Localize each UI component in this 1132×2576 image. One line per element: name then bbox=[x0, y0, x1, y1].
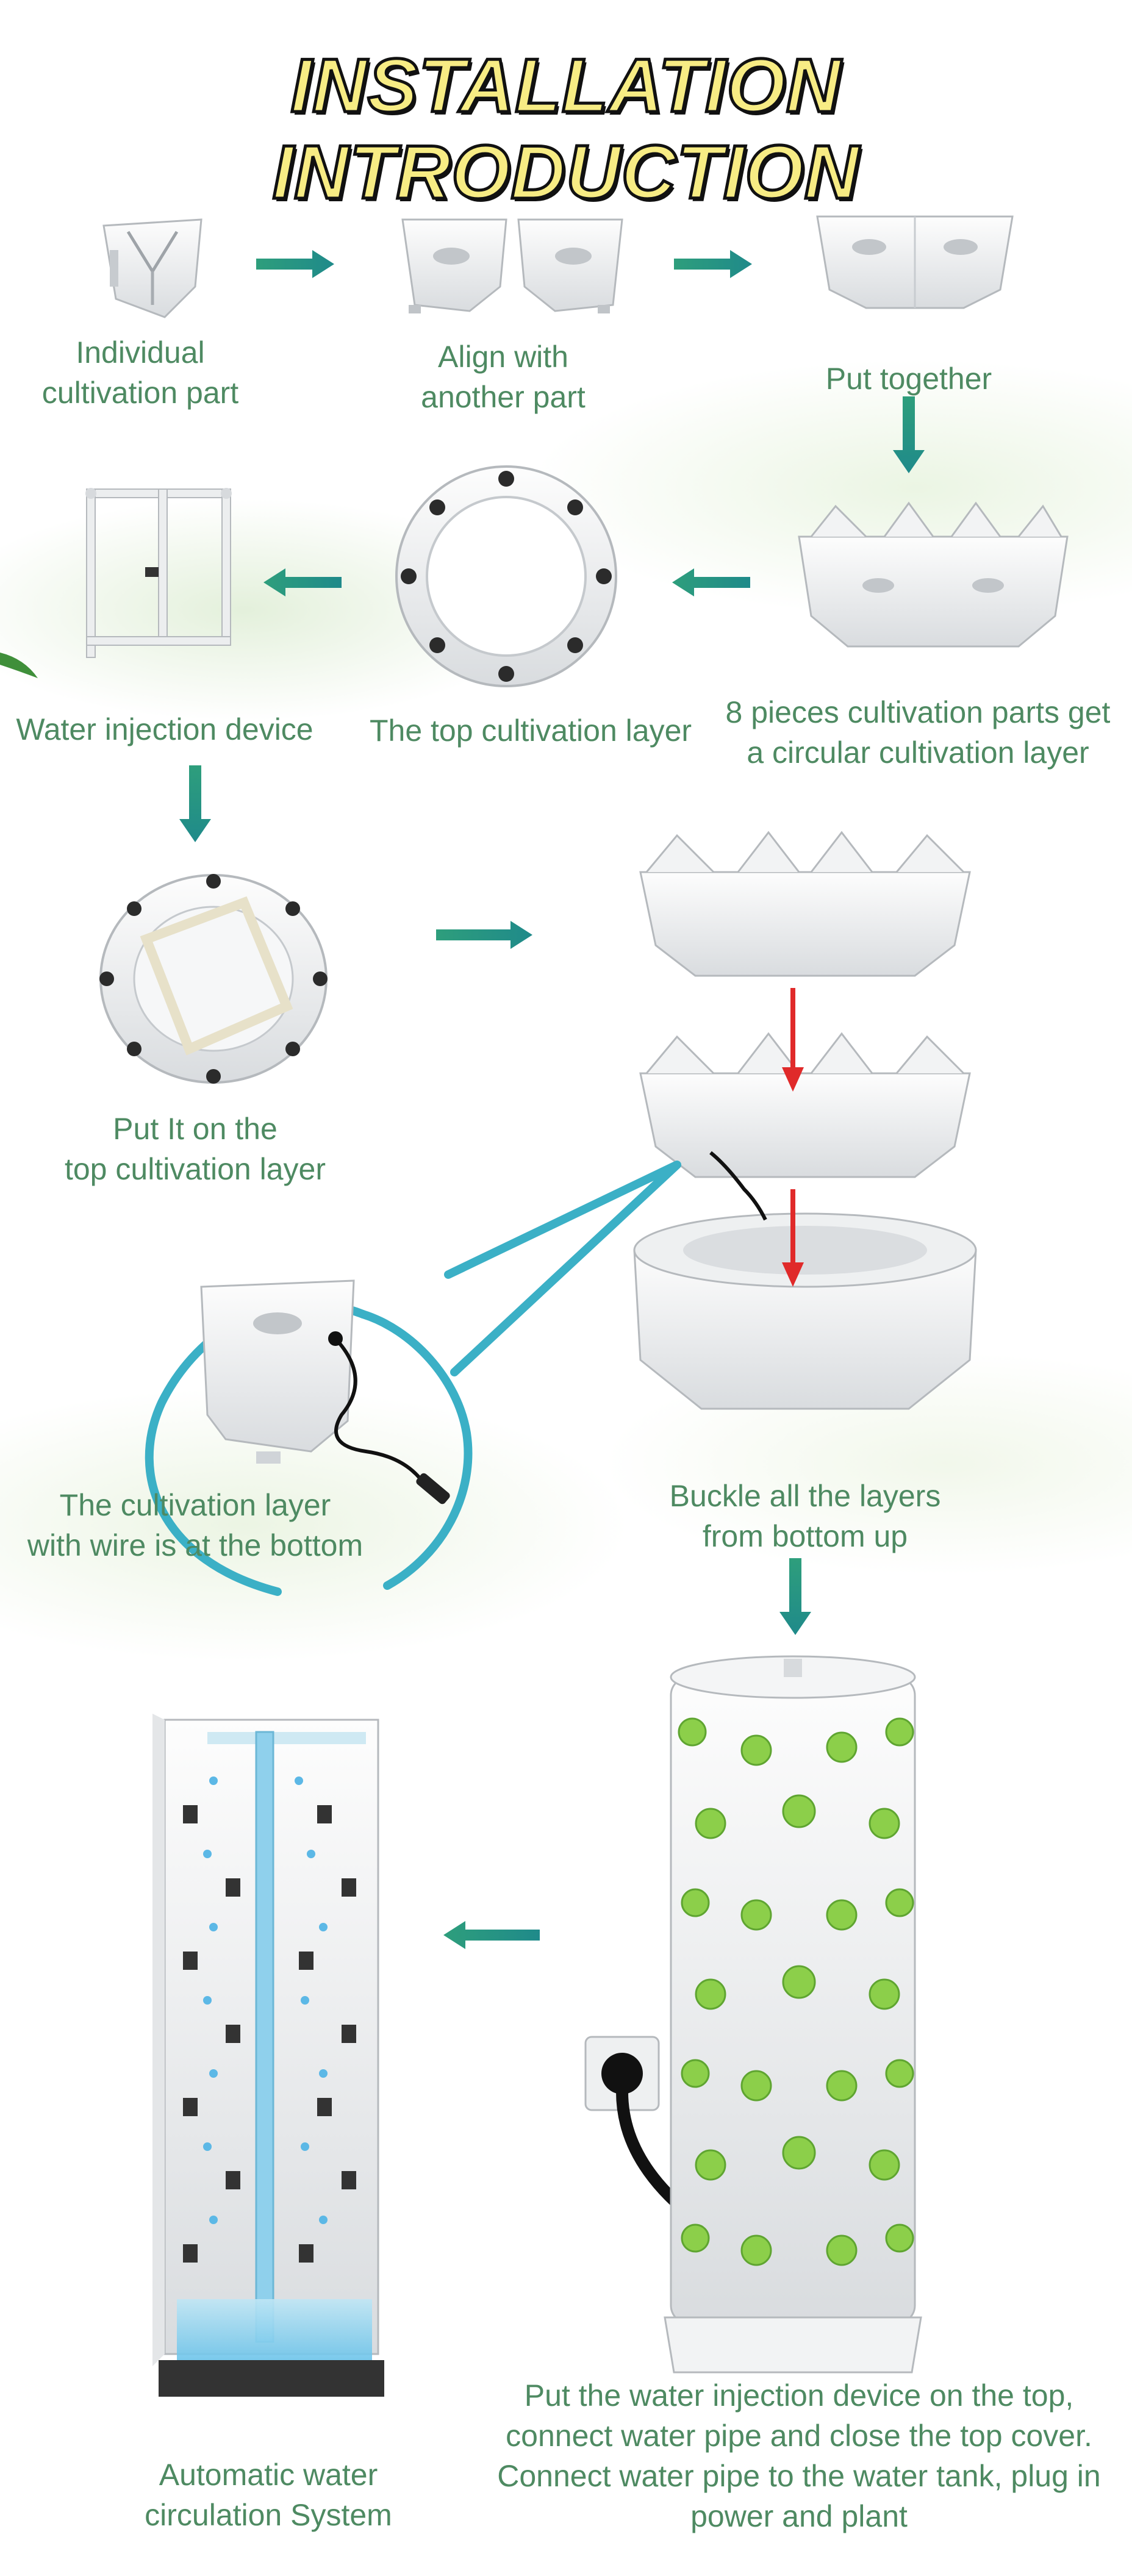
caption-put-on-top: Put It on the top cultivation layer bbox=[64, 1112, 326, 1186]
caption-circulation: Automatic water circulation System bbox=[145, 2458, 392, 2532]
arrow-down-icon bbox=[893, 396, 925, 473]
water-injection-device-figure bbox=[85, 488, 232, 658]
caption-buckle: Buckle all the layers from bottom up bbox=[669, 1479, 941, 1553]
arrow-down-icon bbox=[179, 765, 211, 842]
device-on-layer-figure bbox=[99, 874, 328, 1084]
caption-individual-part: Individual cultivation part bbox=[41, 335, 239, 410]
planted-tower-figure bbox=[584, 1655, 922, 2374]
align-parts-figure bbox=[401, 218, 623, 313]
arrow-left-icon bbox=[443, 1921, 540, 1949]
circular-layer-figure bbox=[798, 501, 1069, 648]
caption-final-step: Put the water injection device on the to… bbox=[497, 2378, 1101, 2533]
arrow-left-icon bbox=[263, 568, 342, 596]
caption-top-layer: The top cultivation layer bbox=[369, 714, 692, 748]
caption-eight-pieces: 8 pieces cultivation parts get a circula… bbox=[725, 695, 1111, 770]
top-cultivation-layer-figure bbox=[395, 465, 617, 687]
caption-wire-layer: The cultivation layer with wire is at th… bbox=[27, 1488, 364, 1562]
arrow-right-icon bbox=[436, 921, 532, 949]
put-together-figure bbox=[816, 215, 1014, 309]
caption-put-together: Put together bbox=[825, 362, 992, 396]
circulation-system-figure bbox=[152, 1714, 384, 2397]
individual-part-figure bbox=[102, 218, 202, 318]
caption-water-device: Water injection device bbox=[16, 712, 313, 746]
arrow-right-icon bbox=[256, 250, 334, 278]
wire-part-figure bbox=[200, 1279, 450, 1504]
arrow-left-icon bbox=[672, 568, 750, 596]
exploded-layers-figure bbox=[633, 831, 977, 1410]
caption-align: Align with another part bbox=[421, 340, 586, 414]
arrow-right-icon bbox=[674, 250, 752, 278]
page-title: INSTALLATION INTRODUCTION bbox=[271, 43, 861, 216]
leaf-decoration-icon bbox=[0, 653, 38, 678]
arrow-down-icon bbox=[779, 1558, 811, 1635]
